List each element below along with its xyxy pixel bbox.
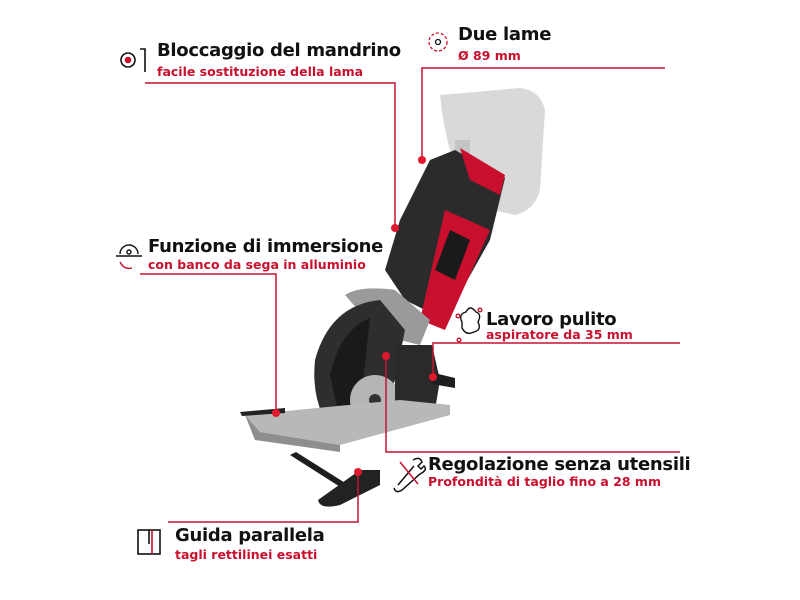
leader-line-plunge xyxy=(140,273,277,413)
callout-title-two-blades: Due lame xyxy=(458,24,552,45)
callout-subtitle-dust: aspiratore da 35 mm xyxy=(486,327,633,342)
callout-title-guide: Guida parallela xyxy=(175,525,325,546)
callout-subtitle-spindle-lock: facile sostituzione della lama xyxy=(157,64,364,79)
marker-dot xyxy=(418,156,426,164)
callout-title-tool-free: Regolazione senza utensili xyxy=(428,454,691,475)
spindle-lock-icon xyxy=(120,48,146,72)
callout-title-plunge: Funzione di immersione xyxy=(148,236,384,257)
plunge-cut-icon xyxy=(116,244,142,270)
callout-title-spindle-lock: Bloccaggio del mandrino xyxy=(157,40,401,61)
callout-subtitle-guide: tagli rettilinei esatti xyxy=(175,547,318,562)
callout-subtitle-tool-free: Profondità di taglio fino a 28 mm xyxy=(428,474,661,489)
leader-line-spindle-lock xyxy=(145,82,396,228)
dust-cloud-icon xyxy=(455,307,483,343)
marker-dot xyxy=(429,373,437,381)
marker-dot xyxy=(382,352,390,360)
leader-line-guide xyxy=(168,472,359,523)
marker-dot xyxy=(272,409,280,417)
callout-subtitle-two-blades: Ø 89 mm xyxy=(458,48,521,63)
marker-dot xyxy=(354,468,362,476)
marker-dot xyxy=(391,224,399,232)
parallel-guide-icon xyxy=(137,529,161,555)
callout-title-dust: Lavoro pulito xyxy=(486,309,617,330)
callout-subtitle-plunge: con banco da sega in alluminio xyxy=(148,257,366,272)
leader-line-tool-free xyxy=(385,356,680,453)
leader-line-two-blades xyxy=(421,67,665,160)
leader-line-dust xyxy=(432,342,680,377)
wrench-crossed-icon xyxy=(393,457,427,493)
saw-blade-icon xyxy=(428,32,448,52)
